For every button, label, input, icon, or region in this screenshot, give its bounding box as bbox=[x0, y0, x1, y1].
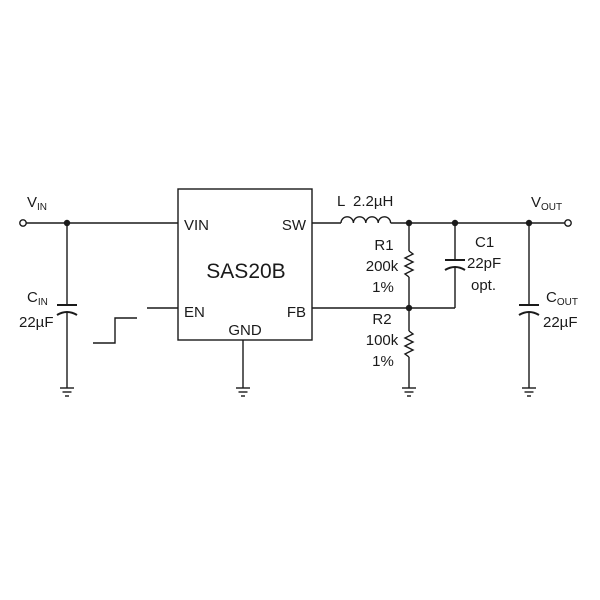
r1-zigzag bbox=[403, 250, 415, 278]
cout-label: COUT bbox=[546, 289, 578, 308]
vin-terminal bbox=[19, 219, 27, 227]
vin-label-sub: IN bbox=[37, 202, 47, 213]
vin-label: VIN bbox=[27, 194, 47, 213]
c1-ref: C1 bbox=[475, 234, 494, 251]
pin-fb-label: FB bbox=[287, 304, 306, 321]
pin-vin-label: VIN bbox=[184, 217, 209, 234]
c1-value: 22pF bbox=[467, 255, 501, 272]
r2-value: 100k bbox=[366, 332, 399, 349]
vout-terminal bbox=[564, 219, 572, 227]
cin-label: CIN bbox=[27, 289, 48, 308]
cout-label-sub: OUT bbox=[557, 297, 578, 308]
cin-label-main: C bbox=[27, 289, 38, 306]
r1-value: 200k bbox=[366, 258, 399, 275]
c1-capacitor: C1 22pF opt. bbox=[444, 223, 501, 308]
vout-label-main: V bbox=[531, 194, 541, 211]
r1-tolerance: 1% bbox=[372, 279, 394, 296]
vin-net: VIN bbox=[19, 194, 178, 227]
ic-name: SAS20B bbox=[206, 260, 285, 283]
r1-resistor: R1 200k 1% bbox=[366, 223, 415, 308]
ground-symbol bbox=[60, 387, 74, 397]
vout-label-sub: OUT bbox=[541, 202, 562, 213]
ic-body bbox=[177, 188, 313, 341]
r1-ref: R1 bbox=[374, 237, 393, 254]
ground-symbol bbox=[236, 387, 250, 397]
cout-value: 22µF bbox=[543, 314, 578, 331]
r2-resistor: R2 100k 1% bbox=[366, 308, 415, 388]
r2-tolerance: 1% bbox=[372, 353, 394, 370]
ground-symbol bbox=[522, 387, 536, 397]
vout-label: VOUT bbox=[531, 194, 562, 213]
cin-value: 22µF bbox=[19, 314, 54, 331]
output-net: L 2.2µH VOUT bbox=[312, 193, 572, 227]
cin-label-sub: IN bbox=[38, 297, 48, 308]
inductor-value: 2.2µH bbox=[353, 193, 393, 210]
inductor-ref: L bbox=[337, 193, 345, 210]
pin-en-label: EN bbox=[184, 304, 205, 321]
en-net bbox=[93, 307, 178, 344]
cout-label-main: C bbox=[546, 289, 557, 306]
pin-sw-label: SW bbox=[282, 217, 307, 234]
inductor-coil bbox=[340, 216, 392, 224]
r2-zigzag bbox=[403, 330, 415, 358]
ground-symbol bbox=[402, 387, 416, 397]
vin-label-main: V bbox=[27, 194, 37, 211]
r2-ref: R2 bbox=[372, 311, 391, 328]
cin-capacitor: CIN 22µF bbox=[19, 223, 78, 388]
enable-step-signal bbox=[93, 317, 137, 344]
c1-note: opt. bbox=[471, 277, 496, 294]
ic-block: SAS20B VIN SW EN FB GND bbox=[177, 188, 313, 341]
cout-capacitor: COUT 22µF bbox=[518, 223, 578, 388]
pin-gnd-label: GND bbox=[228, 322, 262, 339]
